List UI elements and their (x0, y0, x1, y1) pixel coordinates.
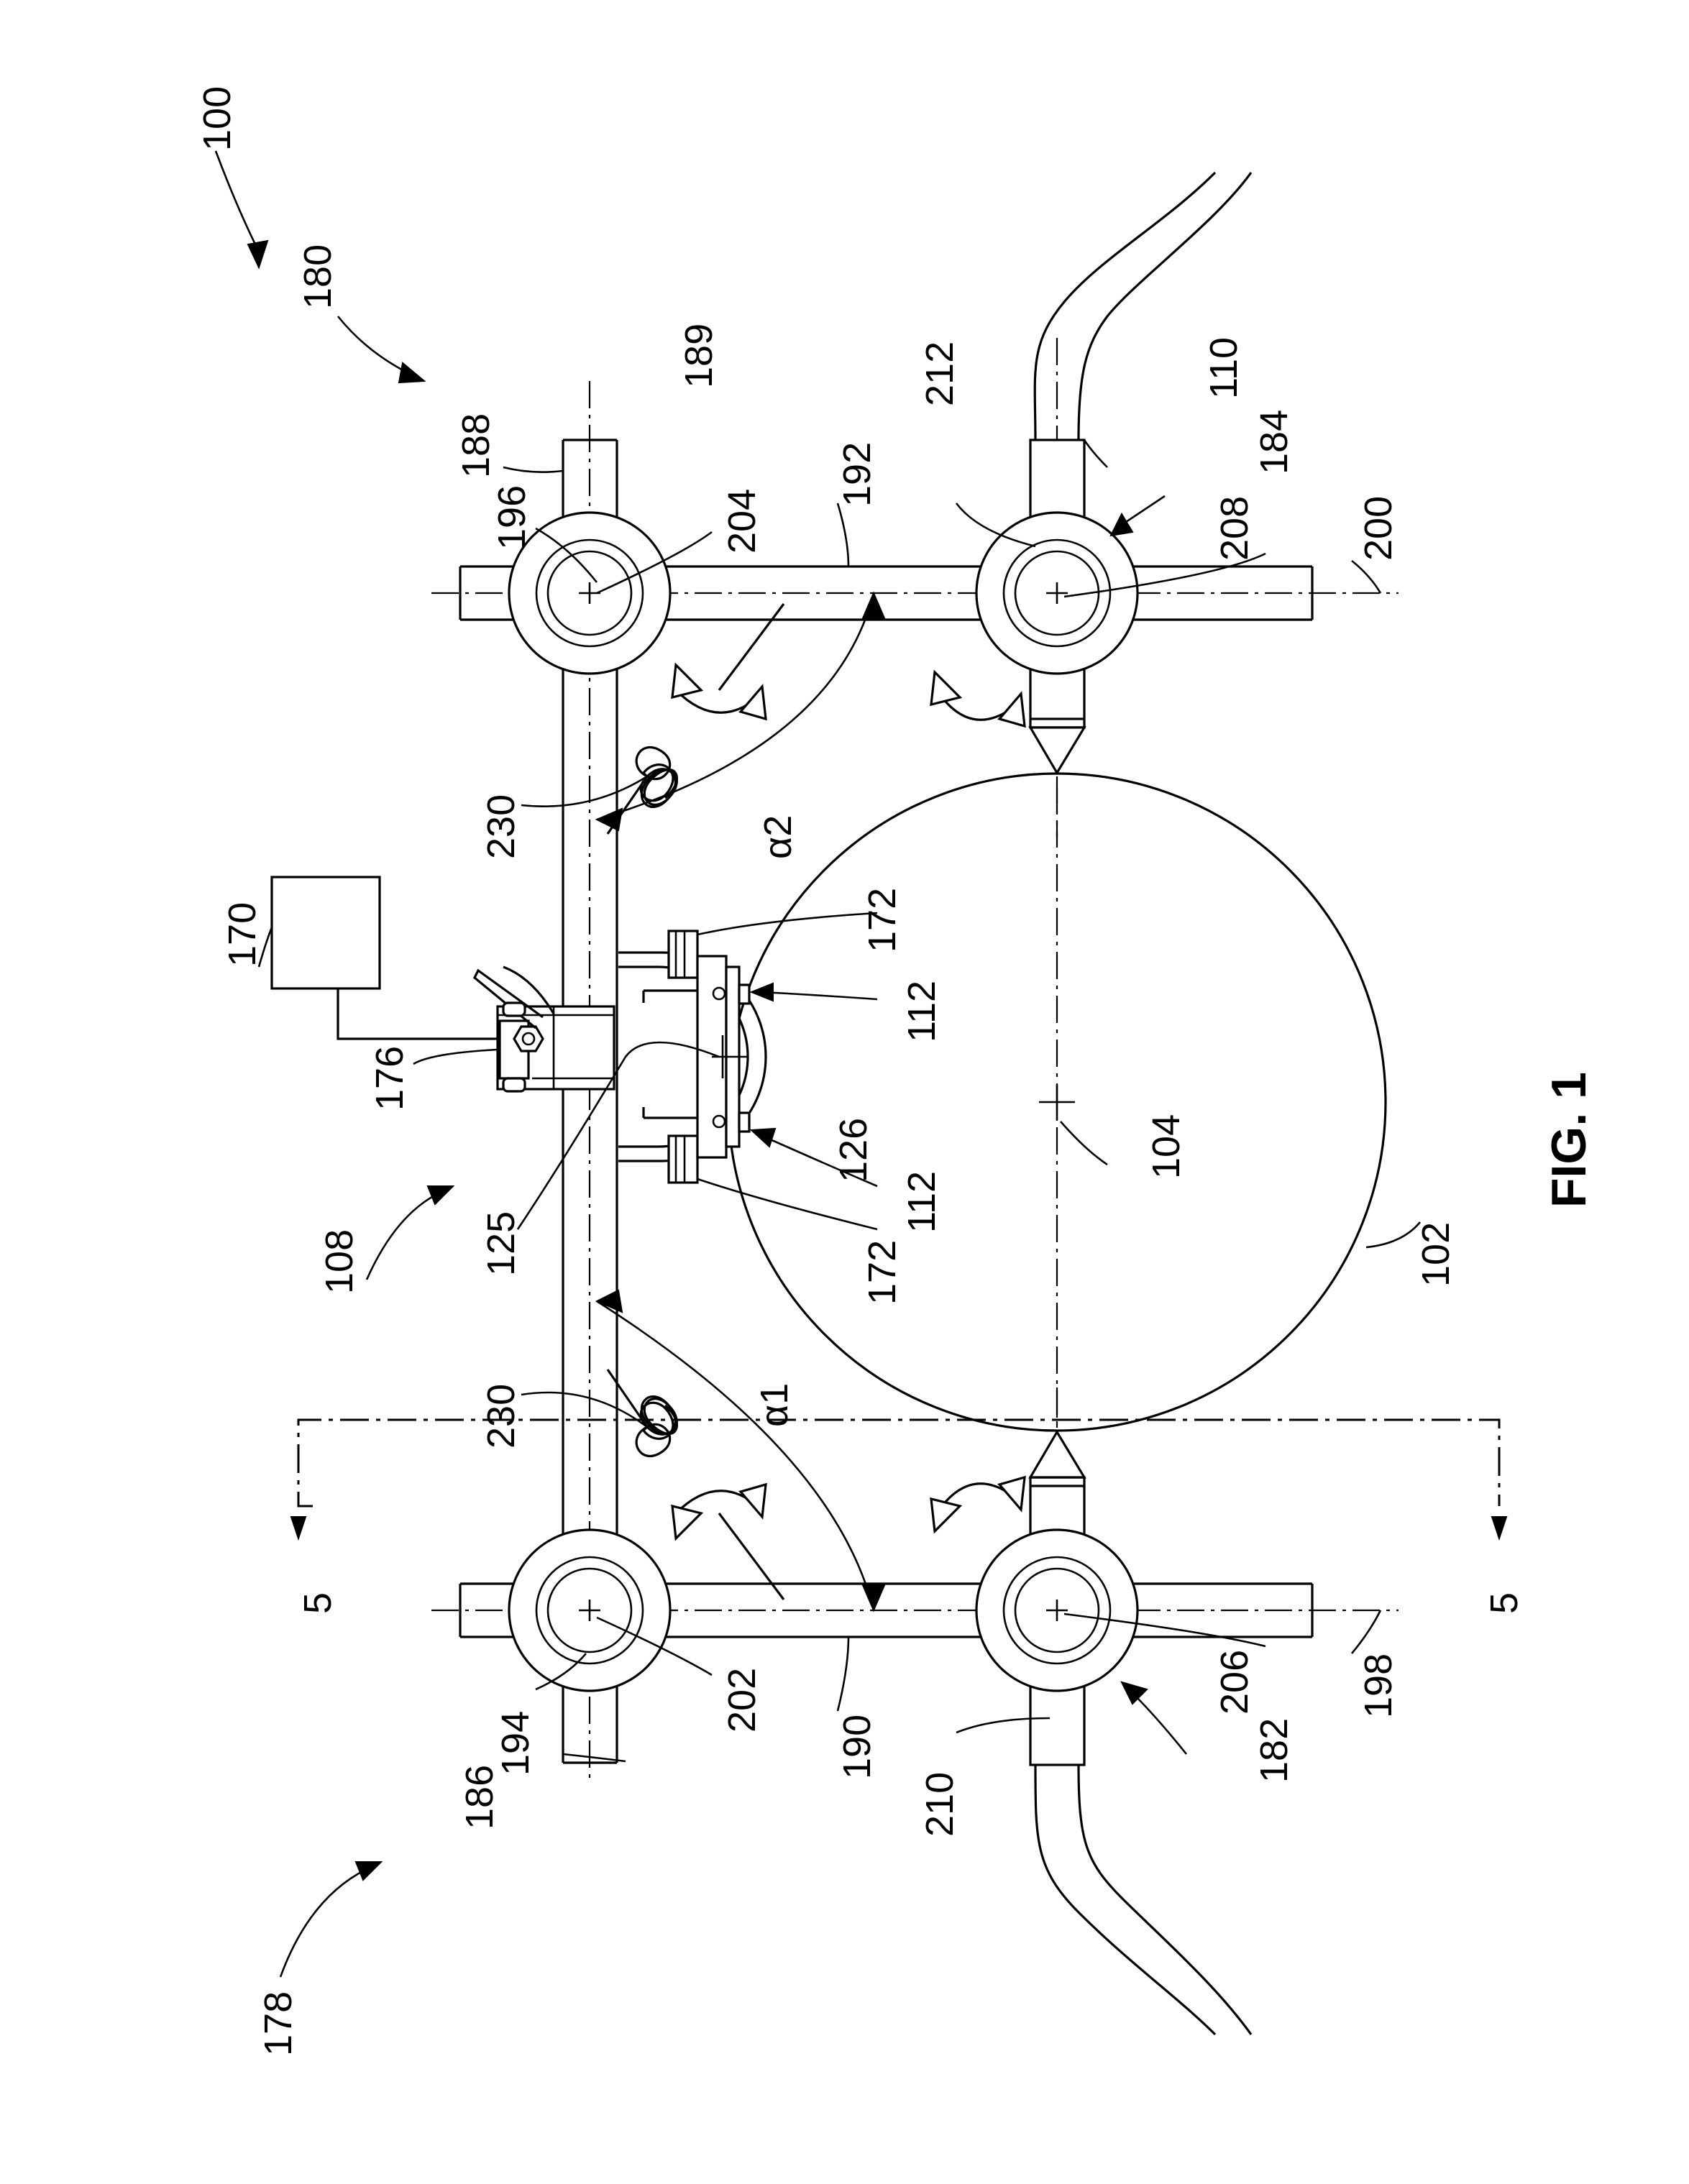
cable-110 (1035, 173, 1251, 440)
label-110: 110 (1202, 337, 1245, 399)
hub-194 (509, 1530, 670, 1691)
label-alpha2: α2 (756, 815, 800, 859)
label-190: 190 (836, 1715, 879, 1779)
angle-arcs (597, 593, 884, 1610)
label-180: 180 (296, 244, 339, 309)
label-126: 126 (832, 1118, 875, 1183)
label-208: 208 (1213, 496, 1256, 561)
label-176: 176 (368, 1046, 411, 1111)
label-104: 104 (1145, 1114, 1188, 1179)
label-230-lower: 230 (480, 1384, 523, 1449)
label-112-upper: 112 (900, 981, 943, 1042)
label-182: 182 (1253, 1718, 1296, 1783)
label-178: 178 (257, 1991, 300, 2056)
hub-184 (976, 513, 1138, 674)
label-189: 189 (677, 324, 720, 388)
label-100: 100 (196, 86, 239, 151)
label-172-lower: 172 (861, 1240, 904, 1305)
label-alpha1: α1 (753, 1383, 796, 1427)
label-172-upper: 172 (861, 888, 904, 953)
section-label-5-left: 5 (296, 1592, 339, 1614)
label-186: 186 (458, 1765, 501, 1830)
label-108: 108 (318, 1229, 361, 1294)
label-210: 210 (918, 1772, 961, 1837)
hub-182 (976, 1530, 1138, 1691)
label-196: 196 (490, 485, 534, 550)
label-170: 170 (221, 902, 264, 967)
section-line-5-5 (291, 1420, 1506, 1538)
label-184: 184 (1253, 410, 1296, 474)
controller-box-170 (272, 877, 380, 988)
label-198: 198 (1357, 1653, 1400, 1718)
label-202: 202 (720, 1668, 764, 1733)
section-label-5-right: 5 (1483, 1592, 1526, 1614)
label-188: 188 (454, 413, 498, 478)
label-230-upper: 230 (480, 794, 523, 859)
label-125: 125 (480, 1211, 523, 1276)
label-192: 192 (836, 442, 879, 507)
cable-210 (1035, 1765, 1251, 2034)
label-200: 200 (1357, 496, 1400, 561)
label-206: 206 (1213, 1650, 1256, 1715)
label-212: 212 (918, 341, 961, 406)
label-102: 102 (1414, 1222, 1457, 1287)
figure-caption: FIG. 1 (1542, 1072, 1596, 1208)
label-112-lower: 112 (900, 1171, 943, 1233)
label-204: 204 (720, 489, 764, 554)
